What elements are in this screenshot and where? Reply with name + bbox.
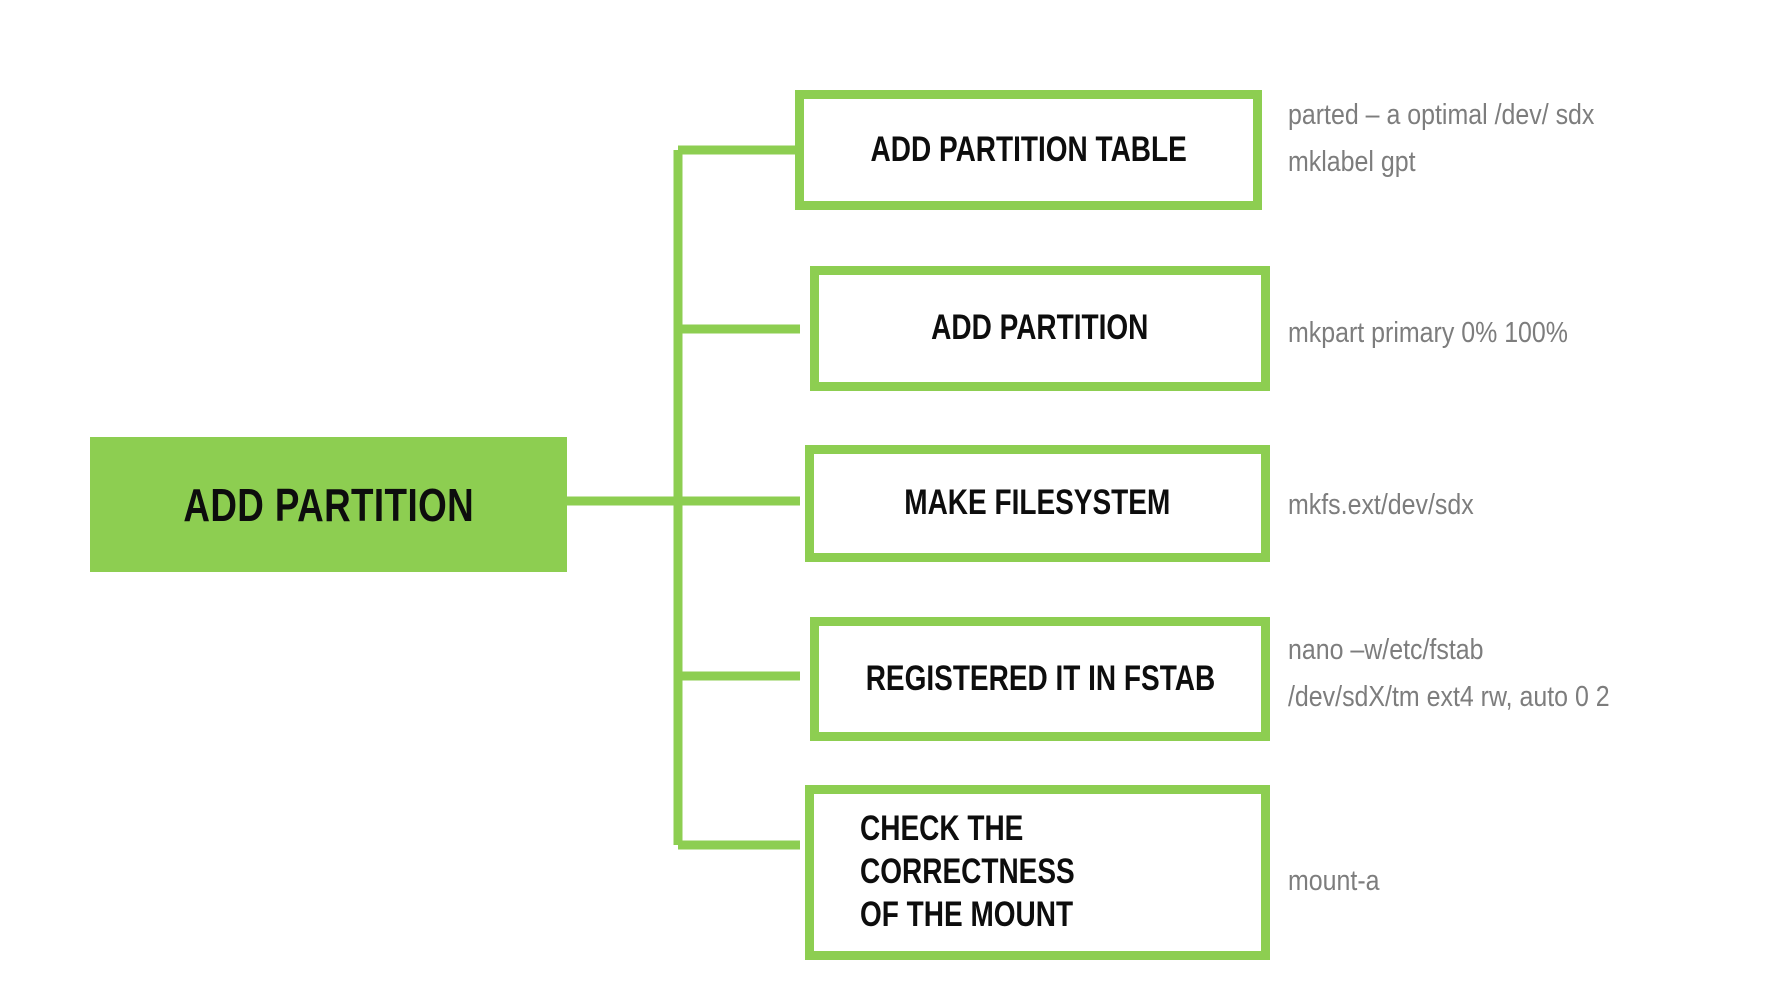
node-label: MAKE FILESYSTEM: [904, 483, 1171, 523]
node-label: REGISTERED IT IN FSTAB: [865, 658, 1215, 698]
node-label: ADD PARTITION TABLE: [870, 129, 1187, 169]
annotation-add-partition-table: parted – a optimal /dev/ sdx mklabel gpt: [1288, 99, 1595, 178]
node-add-partition[interactable]: ADD PARTITION: [810, 266, 1270, 391]
node-label: ADD PARTITION: [931, 308, 1149, 348]
annotation-make-filesystem: mkfs.ext/dev/sdx: [1288, 489, 1474, 521]
node-make-filesystem[interactable]: MAKE FILESYSTEM: [805, 445, 1270, 562]
annotation-check-mount-correctness: mount-a: [1288, 865, 1380, 897]
root-node[interactable]: ADD PARTITION: [90, 437, 567, 572]
root-node-label: ADD PARTITION: [183, 478, 474, 531]
node-check-mount-correctness[interactable]: CHECK THE CORRECTNESS OF THE MOUNT: [805, 785, 1270, 960]
node-registered-in-fstab[interactable]: REGISTERED IT IN FSTAB: [810, 617, 1270, 741]
annotation-add-partition: mkpart primary 0% 100%: [1288, 317, 1568, 349]
node-label: CHECK THE CORRECTNESS OF THE MOUNT: [860, 809, 1075, 934]
annotation-registered-in-fstab: nano –w/etc/fstab /dev/sdX/tm ext4 rw, a…: [1288, 634, 1610, 713]
node-add-partition-table[interactable]: ADD PARTITION TABLE: [795, 90, 1262, 210]
